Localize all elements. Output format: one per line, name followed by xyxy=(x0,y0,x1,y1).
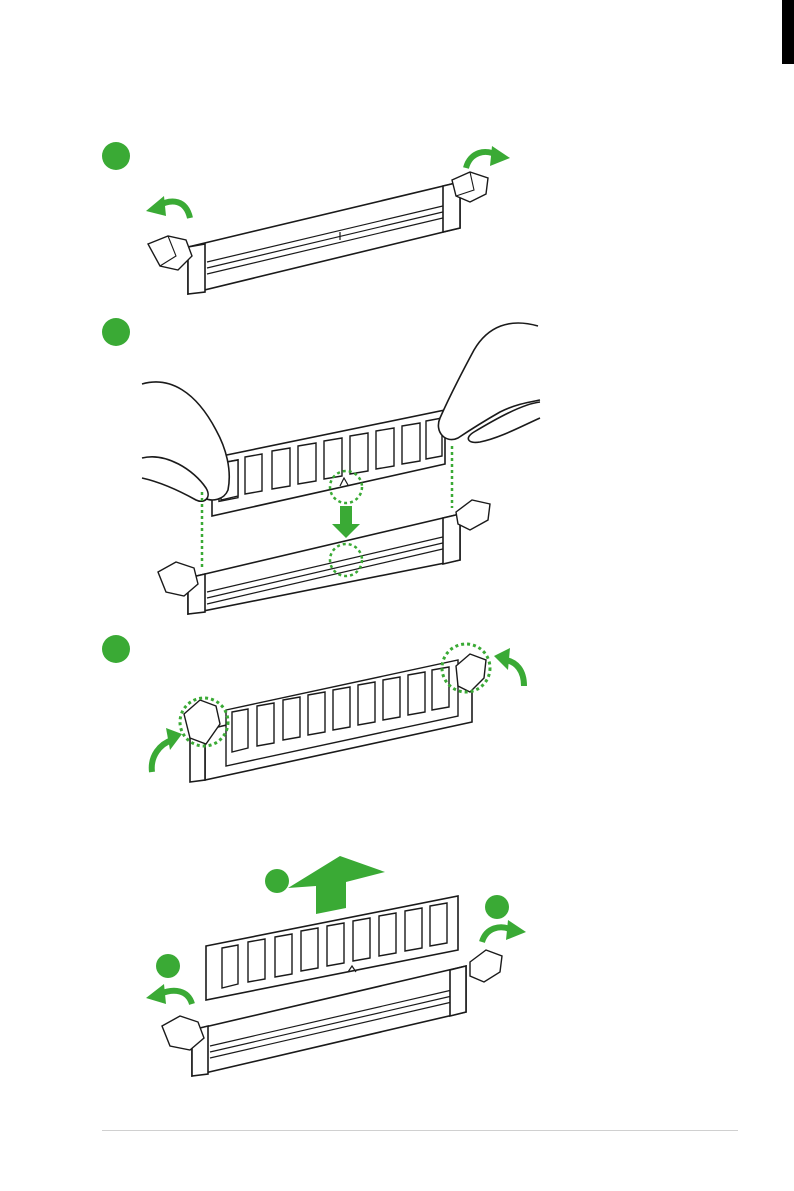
step-marker xyxy=(485,895,509,919)
dimm-remove-illustration xyxy=(162,896,502,1076)
step-marker xyxy=(156,954,180,978)
remove-arrow-icon xyxy=(288,856,385,914)
lock-arrow-left-icon xyxy=(152,740,172,772)
dimm-insert-illustration xyxy=(142,323,540,614)
dimm-locked-illustration xyxy=(184,654,486,782)
slot-open-illustration xyxy=(148,172,488,294)
lock-arrow-right-icon xyxy=(506,660,524,686)
step-marker xyxy=(102,142,130,170)
step-marker xyxy=(265,869,289,893)
footer-rule xyxy=(102,1130,738,1131)
step-marker xyxy=(102,318,130,346)
insert-arrow-icon xyxy=(332,506,360,538)
step-marker xyxy=(102,635,130,663)
